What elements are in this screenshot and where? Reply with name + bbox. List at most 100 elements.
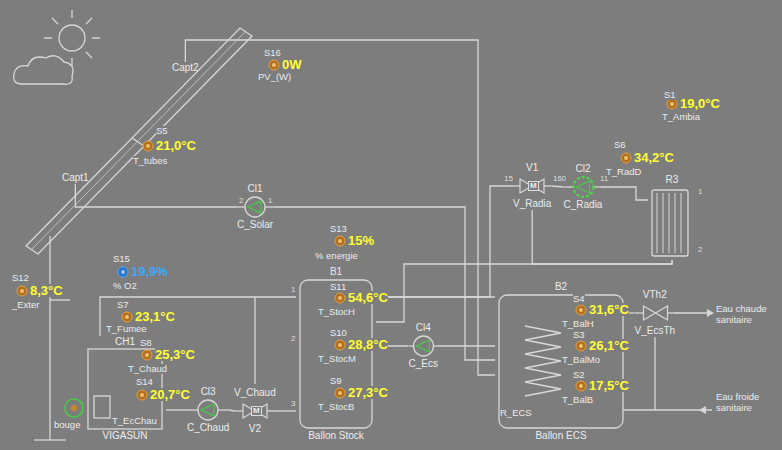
pipe-connector [166,409,187,410]
sensor-icon [118,267,128,277]
node-label: Cl3 [201,386,216,398]
pipe-connector [276,410,296,411]
node-label: Cl4 [416,322,431,334]
node-label: VIGASUN [102,430,147,442]
radiator: R3 [648,174,696,260]
sensor-label: S5 [156,126,168,136]
pipe-connector [438,345,495,346]
pipe-connector [532,210,672,264]
pin-number: 2 [291,335,295,343]
node-label: Ballon Stock [308,430,364,442]
sensor-label: R_ECS [500,408,532,418]
pipe-connector [551,186,563,187]
sensor-label: S3 [573,330,585,340]
arrowhead [699,406,706,414]
thermostatic-valve: VTh2V_EcsTh [635,289,676,337]
sensor-label: T_EcChau [112,416,157,426]
pin-number: 11 [600,175,608,183]
node-label: V_Chaud [234,387,276,399]
sensor-label: T_StocM [318,354,356,364]
sensor-label: T_StocH [318,307,355,317]
sensor-label: T_BalMo [562,355,600,365]
sensor-value: 28,8°C [348,338,388,351]
sensor-icon [269,60,279,70]
solar-collector [26,28,252,254]
pin-number: 2 [698,246,702,254]
mixing-pipe [654,337,655,410]
sensor-value: 0W [282,58,302,71]
node-label: Capt1 [62,172,89,184]
pipe-connector [75,184,237,207]
collector-edge [32,31,246,249]
burner-symbol [65,399,83,417]
symbol-space [242,195,268,219]
node-label: R3 [666,174,679,186]
sensor-value: 19,0°C [680,97,720,110]
sensor-label: S12 [12,273,29,283]
sensor-icon [17,286,27,296]
sensor-label: T_Fumee [106,324,147,334]
sensor-icon [576,305,586,315]
sensor-icon [335,236,345,246]
sensor-label: S10 [330,328,347,338]
pipe-connector [185,40,495,375]
radiator-outline [648,174,696,260]
node-label: B1 [330,266,342,278]
sensor-label: S16 [264,48,281,58]
sensor-label: T_StocB [318,402,354,412]
water-label: Eau chaude sanitaire [716,304,780,326]
sensor-value: 15% [348,234,374,247]
arrowhead [707,309,714,317]
water-label: Eau froide sanitaire [716,392,780,414]
collector-bracket [50,299,70,300]
node-label: Capt2 [172,62,199,74]
sensor-label: bouge [54,420,80,430]
sensor-label: S11 [330,282,346,292]
boiler-bypass-pipe [254,297,255,384]
sensor-value: 25,3°C [155,348,195,361]
motor-mark: M [528,181,539,191]
sensor-label: S1 [664,90,676,100]
node-label: B2 [555,281,567,293]
pin-number: 1 [268,197,272,205]
sensor-icon [143,141,153,151]
sensor-label: S9 [330,376,342,386]
sensor-value: 54,6°C [348,291,388,304]
pin-number: 16 [553,175,562,183]
sensor-label: S4 [573,294,585,304]
sensor-label: PV_(W) [258,72,291,82]
node-label: Cl2 [575,163,590,175]
pin-number: 15 [504,175,513,183]
sensor-label: T_tubes [133,156,167,166]
sensor-label: S14 [136,377,153,387]
burner-core [71,405,77,411]
sensor-value: 27,3°C [348,386,388,399]
pin-number: 3 [291,400,295,408]
node-label: Cl1 [248,183,263,195]
sensor-label: S15 [113,254,130,264]
sensor-icon [335,293,345,303]
sensor-value: 20,7°C [150,388,190,401]
sensor-label: S13 [330,224,347,234]
sensor-value: 21,0°C [156,139,196,152]
node-label: V_EcsTh [635,325,676,337]
node-label: Ballon ECS [535,430,586,442]
pump: Cl2C_Radia [564,163,603,211]
sensor-label: S7 [117,300,129,310]
sensor-value: 26,1°C [589,339,629,352]
sensor-value: 8,3°C [30,284,63,297]
sensor-icon [335,340,345,350]
sensor-icon [576,381,586,391]
node-label: C_Chaud [187,422,229,434]
pump: Cl1C_Solar [237,183,273,231]
pin-number: 1 [698,188,702,196]
sensor-label: S2 [573,370,585,380]
pump: Cl4C_Ecs [409,322,438,370]
pipe-connector [602,187,648,200]
pipe-connector [100,297,296,336]
node-label: V1 [526,162,538,174]
sensor-value: 34,2°C [634,151,674,164]
